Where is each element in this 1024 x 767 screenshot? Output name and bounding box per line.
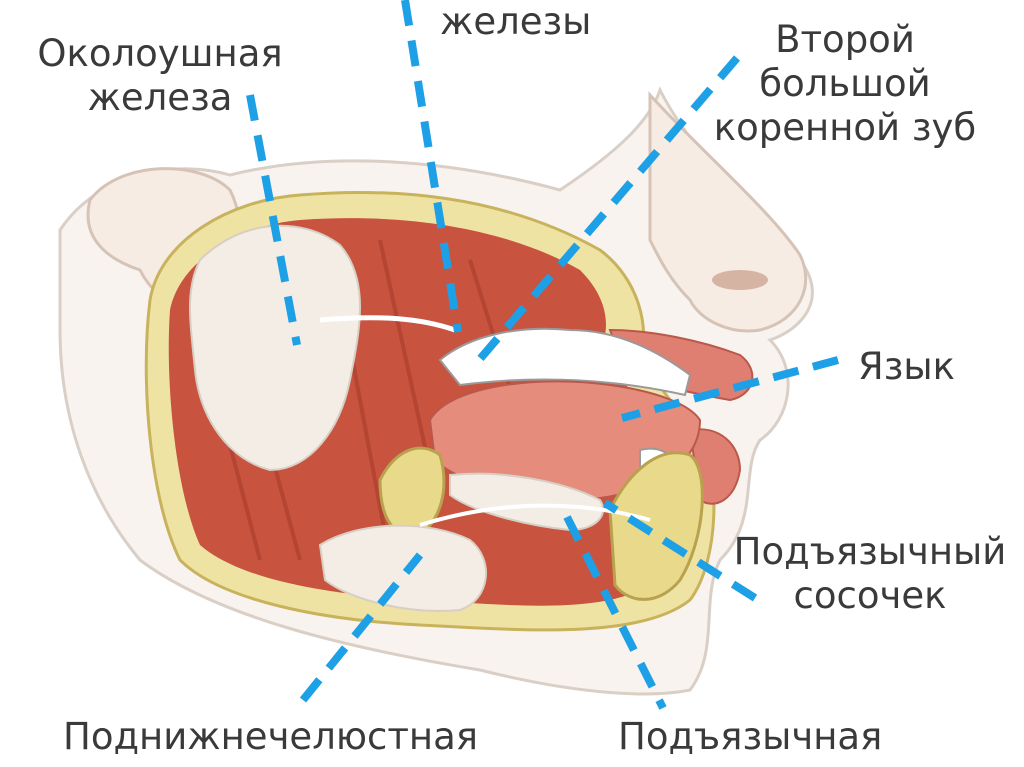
pointer-sublingual <box>563 515 667 710</box>
label-submandibular: Поднижнечелюстная <box>63 715 478 759</box>
label-parotid-line-1: Околоушная <box>37 32 283 75</box>
pointer-sublingual-papilla <box>602 499 758 602</box>
label-parotid: Околоушная железа <box>35 32 285 120</box>
label-top-glands: железы <box>440 0 591 44</box>
jaw-bone-posterior <box>378 446 446 538</box>
pointer-top-glands <box>401 0 462 333</box>
label-sublingual-text: Подъязычная <box>618 715 883 758</box>
sublingual-gland-shape <box>449 472 605 532</box>
pointer-tongue <box>620 356 840 422</box>
pointer-submandibular <box>299 552 424 703</box>
label-tongue: Язык <box>858 345 955 389</box>
label-second-molar: Второй большой коренной зуб <box>700 18 990 150</box>
label-submandibular-text: Поднижнечелюстная <box>63 715 479 758</box>
label-second-molar-line-1: Второй <box>775 18 915 61</box>
label-top-glands-text: железы <box>440 0 592 43</box>
label-tongue-text: Язык <box>858 345 955 388</box>
parotid-duct <box>319 315 456 333</box>
nostril <box>712 270 768 290</box>
submandibular-gland-shape <box>318 524 487 612</box>
label-sublingual-papilla: Подъязычный сосочек <box>730 530 1010 618</box>
label-sublingual: Подъязычная <box>618 715 882 759</box>
parotid-gland-shape <box>189 224 361 472</box>
label-second-molar-line-2: большой <box>759 62 931 105</box>
pointer-second-molar <box>470 55 741 369</box>
nose <box>648 91 808 333</box>
pointer-parotid <box>246 94 301 346</box>
label-parotid-line-2: железа <box>87 76 233 119</box>
label-sublingual-papilla-line-1: Подъязычный <box>733 530 1007 573</box>
submandibular-duct <box>419 503 651 527</box>
label-sublingual-papilla-line-2: сосочек <box>793 574 947 617</box>
label-second-molar-line-3: коренной зуб <box>713 106 977 149</box>
jaw-bone-anterior <box>608 451 704 601</box>
upper-teeth <box>438 327 692 397</box>
